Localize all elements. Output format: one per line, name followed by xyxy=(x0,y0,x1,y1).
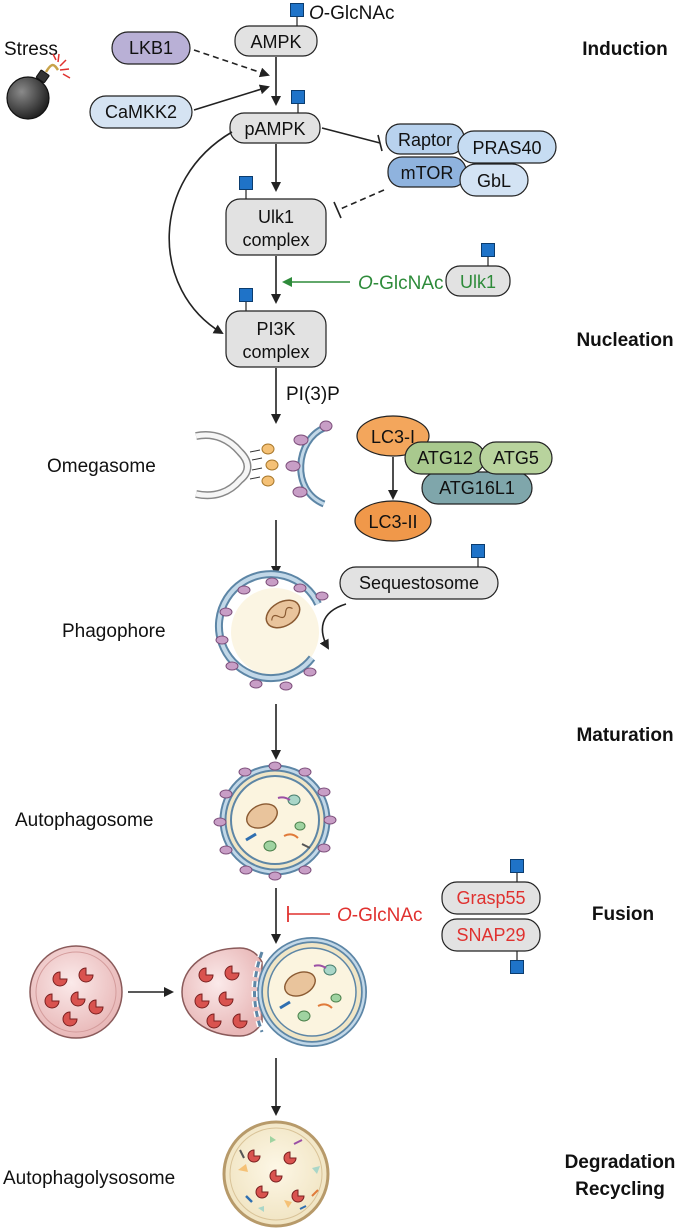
autophagosome-label: Autophagosome xyxy=(15,810,153,831)
stage-degradation: Degradation xyxy=(565,1152,676,1173)
omegasome-illustration xyxy=(195,420,333,508)
red-glcnac-label: O-GlcNAc xyxy=(337,905,423,926)
ulk1-complex-node: Ulk1 complex xyxy=(225,198,327,256)
lkb1-label: LKB1 xyxy=(129,38,173,58)
sequestosome-glcnac-icon xyxy=(471,544,485,567)
pi3k-complex-node: PI3K complex xyxy=(225,310,327,368)
pras40-node xyxy=(457,130,557,164)
pi3k-complex-label-2: complex xyxy=(242,342,309,362)
pi3k-complex-label-1: PI3K xyxy=(256,319,295,339)
atg-complex: ATG16L1 ATG12 ATG5 xyxy=(404,441,553,505)
snap29-glcnac-icon xyxy=(510,951,524,974)
gbl-node xyxy=(459,163,529,197)
ulk1-label: Ulk1 xyxy=(460,272,496,292)
pampk-label: pAMPK xyxy=(244,119,305,139)
autophagosome-illustration xyxy=(213,761,337,881)
lc3-ii-node: LC3-II xyxy=(354,500,432,542)
stage-nucleation: Nucleation xyxy=(576,330,673,351)
ampk-node: AMPK xyxy=(234,25,318,57)
pi3p-label: PI(3)P xyxy=(286,384,340,405)
autophagolysosome-label: Autophagolysosome xyxy=(3,1168,175,1189)
sequestosome-node: Sequestosome xyxy=(339,566,499,600)
lkb1-to-pampk-arrow xyxy=(193,49,270,78)
fusion-illustration xyxy=(181,937,367,1047)
grasp55-label: Grasp55 xyxy=(456,888,525,908)
lkb1-node: LKB1 xyxy=(111,31,191,65)
stage-recycling: Recycling xyxy=(575,1179,665,1200)
ampk-glcnac-icon xyxy=(290,3,304,26)
ulk1-glcnac-icon xyxy=(481,243,495,266)
ulk1-complex-label-2: complex xyxy=(242,230,309,250)
mtor-inhibit-bar xyxy=(333,201,342,219)
ulk1-node: Ulk1 xyxy=(445,265,511,297)
pi3k-glcnac-icon xyxy=(239,288,253,311)
atg5-node xyxy=(479,441,553,475)
sequestosome-label: Sequestosome xyxy=(359,573,479,593)
snap29-label: SNAP29 xyxy=(456,925,525,945)
atg16l1-label: ATG16L1 xyxy=(439,478,515,498)
green-glcnac-label: O-GlcNAc xyxy=(358,273,444,294)
lc3-i-label: LC3-I xyxy=(371,427,415,447)
camkk2-to-pampk-arrow xyxy=(193,84,270,111)
pampk-node: pAMPK xyxy=(229,112,321,144)
grasp55-node: Grasp55 xyxy=(441,881,541,915)
ampk-glcnac-label: O-GlcNAc xyxy=(309,3,395,24)
ulk1-complex-glcnac-icon xyxy=(239,176,253,199)
sequestosome-to-phagophore-arrow xyxy=(319,603,347,650)
stage-induction: Induction xyxy=(582,39,667,60)
ulk1-complex-label-1: Ulk1 xyxy=(258,207,294,227)
ampk-label: AMPK xyxy=(250,32,301,52)
stage-maturation: Maturation xyxy=(576,725,673,746)
pampk-to-pi3k-arrow xyxy=(168,131,233,335)
bomb-icon xyxy=(6,53,71,120)
lc3-ii-label: LC3-II xyxy=(368,512,417,532)
stress-label: Stress xyxy=(4,39,58,60)
atg5-label: ATG5 xyxy=(493,448,539,468)
mtor-inhibits-ulk1 xyxy=(337,189,385,211)
pampk-glcnac-icon xyxy=(291,90,305,113)
pampk-inhibit-bar xyxy=(377,134,383,152)
autophagolysosome-illustration xyxy=(222,1120,330,1228)
snap29-node: SNAP29 xyxy=(441,918,541,952)
gbl-label: GbL xyxy=(477,171,511,191)
raptor-label: Raptor xyxy=(398,130,452,150)
camkk2-label: CaMKK2 xyxy=(105,102,177,122)
phagophore-illustration xyxy=(215,570,329,691)
phagophore-label: Phagophore xyxy=(62,621,166,642)
stage-fusion: Fusion xyxy=(592,904,654,925)
camkk2-node: CaMKK2 xyxy=(89,95,193,129)
grasp55-glcnac-icon xyxy=(510,859,524,882)
atg12-label: ATG12 xyxy=(417,448,473,468)
mtor-label: mTOR xyxy=(401,163,454,183)
lysosome-illustration xyxy=(29,945,123,1039)
omegasome-label: Omegasome xyxy=(47,456,156,477)
mtorc1-complex: Raptor PRAS40 mTOR GbL xyxy=(385,123,557,197)
pras40-label: PRAS40 xyxy=(472,138,541,158)
pampk-inhibits-mtor xyxy=(321,127,381,144)
